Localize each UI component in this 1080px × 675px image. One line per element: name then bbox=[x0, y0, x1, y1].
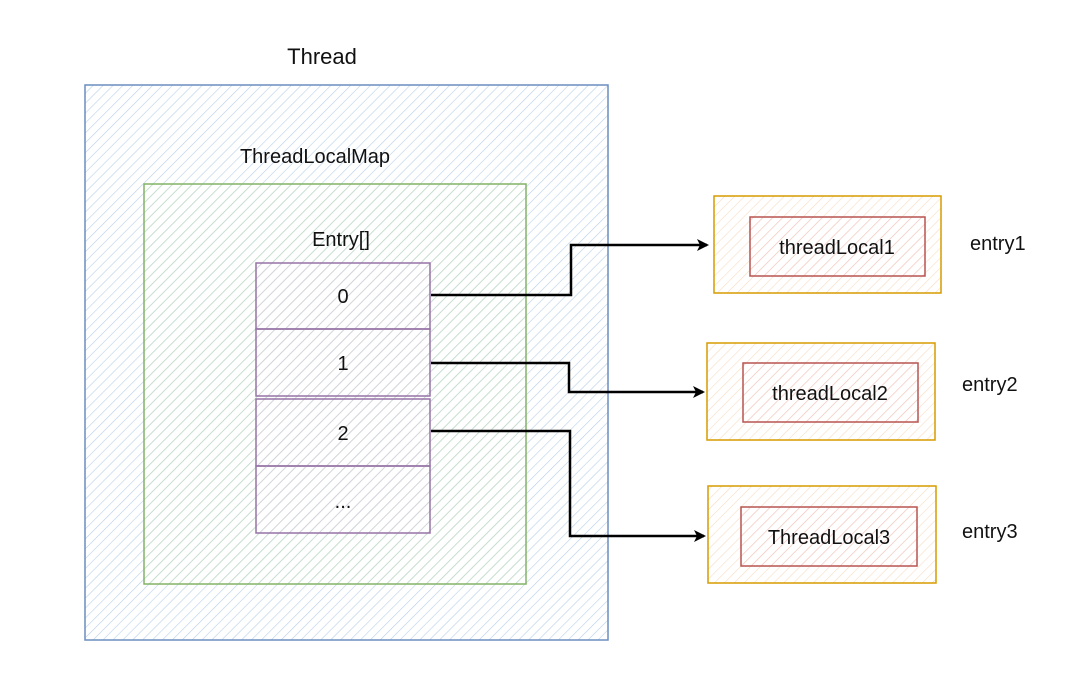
entry-slot-0: 0 bbox=[255, 262, 431, 330]
entry-array: Entry[] 0 1 2 ... bbox=[255, 229, 431, 534]
entry-slot-label: ... bbox=[335, 491, 352, 513]
thread-local-name: ThreadLocal3 bbox=[768, 527, 890, 549]
entry-slot-2: 2 bbox=[255, 398, 431, 467]
entry-slot-label: 2 bbox=[337, 423, 348, 445]
entry-label: entry3 bbox=[962, 521, 1018, 543]
entry-array-title: Entry[] bbox=[312, 229, 370, 251]
arrow-slot1-to-entry2 bbox=[431, 361, 705, 398]
arrow-slot0-to-entry1 bbox=[431, 239, 709, 297]
thread-local-box bbox=[742, 362, 919, 423]
entry-label: entry2 bbox=[962, 374, 1018, 396]
thread-local-name: threadLocal2 bbox=[772, 383, 888, 405]
entry-box-3: ThreadLocal3 entry3 bbox=[707, 485, 1018, 584]
thread-title: Thread bbox=[287, 44, 357, 69]
entry-slot-label: 1 bbox=[337, 353, 348, 375]
thread-local-name: threadLocal1 bbox=[779, 237, 895, 259]
thread-local-box bbox=[740, 506, 918, 567]
entry-slot-1: 1 bbox=[255, 328, 431, 397]
entry-box-2: threadLocal2 entry2 bbox=[706, 342, 1018, 441]
arrow-slot2-to-entry3 bbox=[431, 429, 706, 542]
entry-label: entry1 bbox=[970, 233, 1026, 255]
arrows bbox=[431, 239, 709, 542]
thread-local-box bbox=[749, 216, 926, 277]
entry-slot-label: 0 bbox=[337, 286, 348, 308]
entry-slot-3: ... bbox=[255, 465, 431, 534]
thread-local-map-title: ThreadLocalMap bbox=[240, 146, 390, 168]
entry-box-1: threadLocal1 entry1 bbox=[713, 195, 1026, 294]
